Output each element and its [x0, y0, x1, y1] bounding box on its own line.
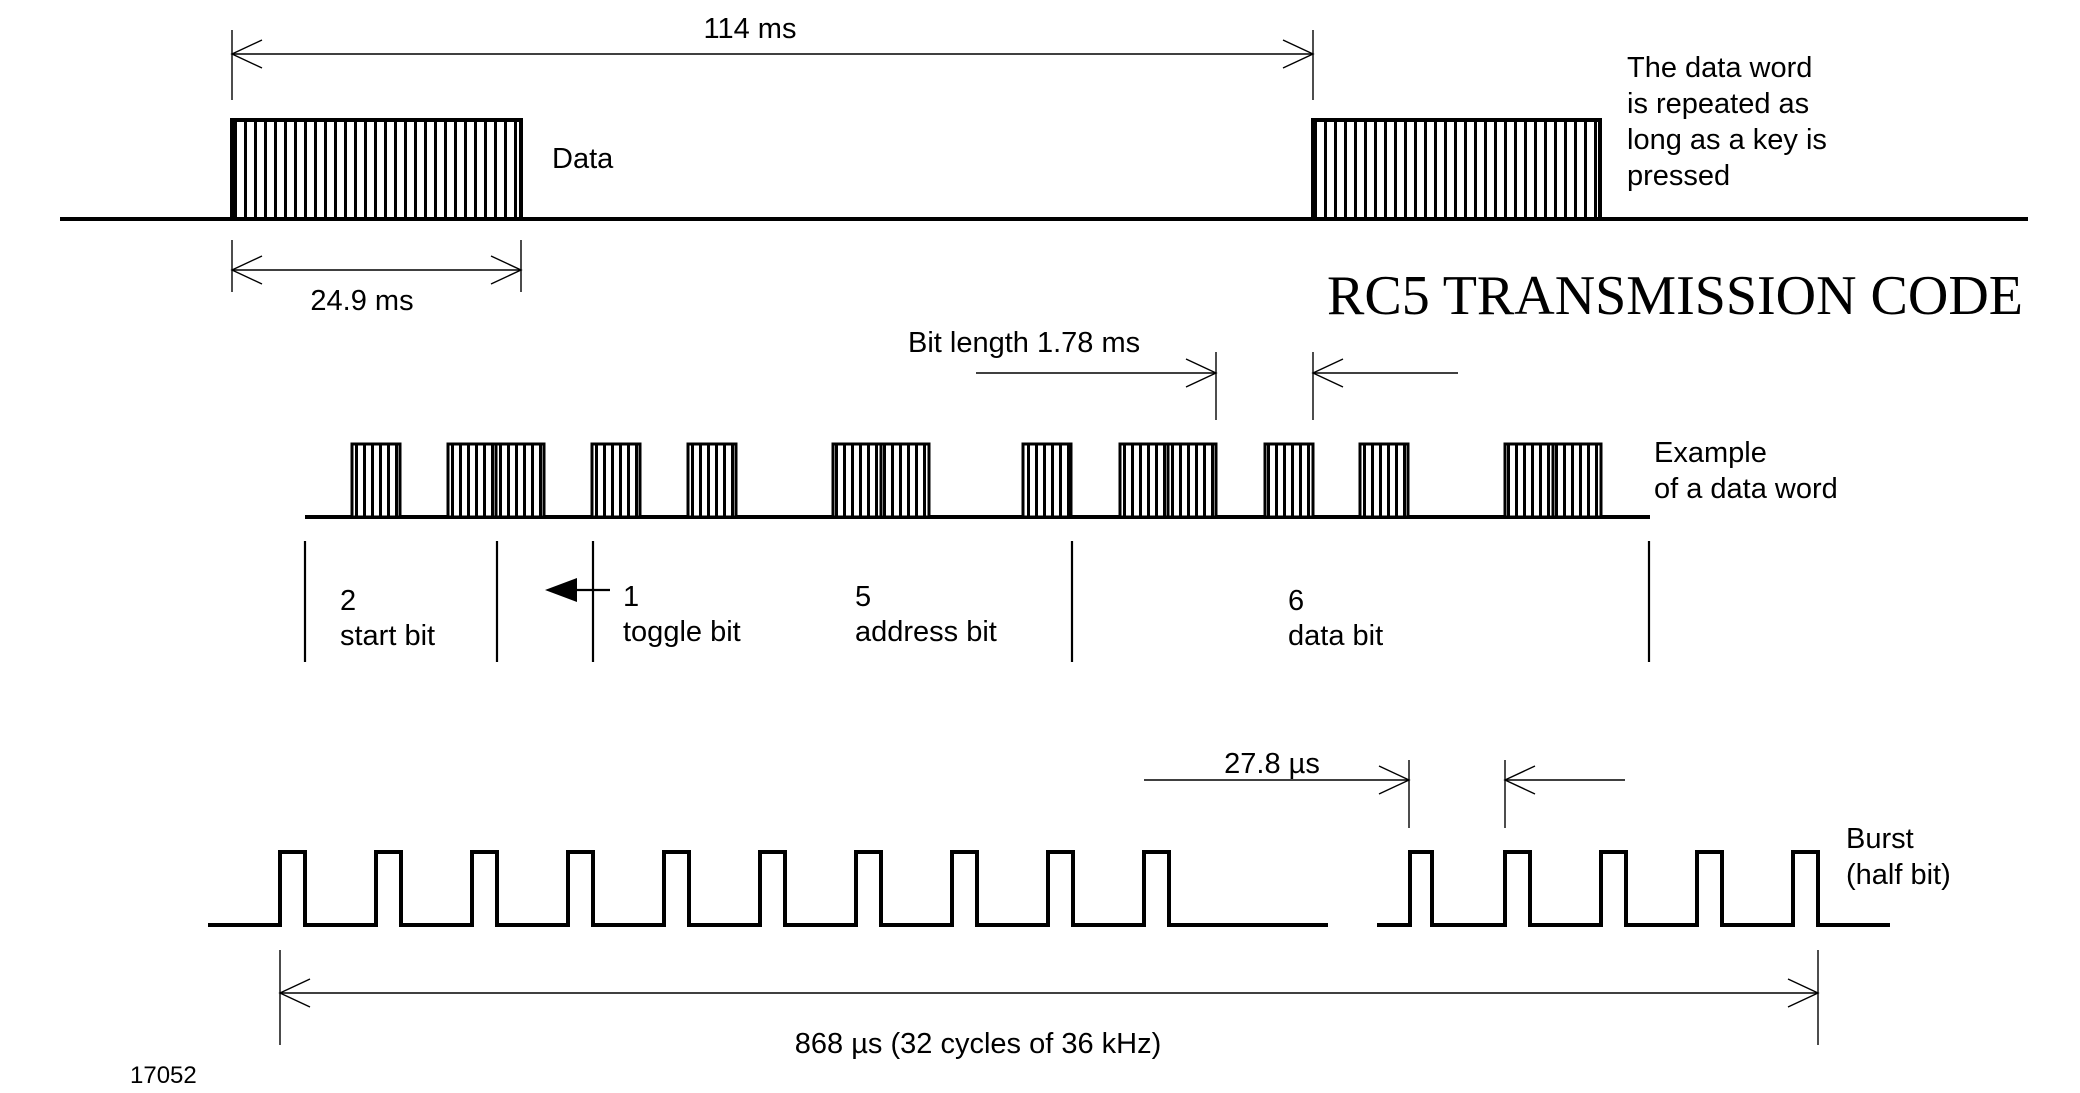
burst-waveform-1 [208, 850, 1328, 927]
pulse [831, 442, 883, 519]
data-label: Data [552, 143, 614, 175]
example-label-line-1: Example [1654, 437, 1767, 469]
repeat-note-line-2: is repeated as [1627, 88, 1809, 120]
data-bit-label: data bit [1288, 620, 1383, 652]
bit-length-dimension [976, 352, 1458, 420]
toggle-bit-count: 1 [623, 581, 639, 613]
burst-duration-dimension [278, 950, 1820, 1045]
period-dimension [230, 30, 1315, 100]
start-bit-count: 2 [340, 585, 356, 617]
burst-period-label: 27.8 µs [1224, 748, 1320, 780]
repeat-note-line-3: long as a key is [1627, 124, 1827, 156]
pulse [686, 442, 738, 519]
pulse [350, 442, 402, 519]
pulse [879, 442, 931, 519]
diagram-title: RC5 TRANSMISSION CODE [1327, 265, 2023, 327]
pulse [446, 442, 498, 519]
burst-duration-label: 868 µs (32 cycles of 36 kHz) [795, 1028, 1161, 1060]
data-frame-1 [230, 118, 523, 221]
pulse [590, 442, 642, 519]
field-dividers [303, 541, 1651, 662]
pulse [1263, 442, 1315, 519]
address-bit-count: 5 [855, 581, 871, 613]
figure-id: 17052 [130, 1062, 197, 1089]
repeat-note-line-4: pressed [1627, 160, 1730, 192]
data-bit-count: 6 [1288, 585, 1304, 617]
burst-label-line-2: (half bit) [1846, 859, 1951, 891]
burst-period-dimension [1144, 760, 1625, 828]
toggle-bit-label: toggle bit [623, 616, 741, 648]
burst-label-line-1: Burst [1846, 823, 1914, 855]
pulse [1021, 442, 1073, 519]
period-label: 114 ms [704, 13, 797, 45]
burst-waveform-2 [1377, 850, 1890, 927]
pulse [1503, 442, 1555, 519]
pulse [1551, 442, 1603, 519]
data-word-pulses [350, 442, 1603, 519]
address-bit-label: address bit [855, 616, 997, 648]
repeat-note-line-1: The data word [1627, 52, 1812, 84]
frame-label: 24.9 ms [310, 285, 413, 317]
example-label-line-2: of a data word [1654, 473, 1838, 505]
toggle-arrow [545, 578, 610, 602]
frame-dimension [230, 240, 523, 292]
data-frame-2 [1311, 118, 1602, 221]
pulse [1118, 442, 1170, 519]
pulse [1358, 442, 1410, 519]
pulse [494, 442, 546, 519]
start-bit-label: start bit [340, 620, 435, 652]
bit-length-label: Bit length 1.78 ms [908, 327, 1140, 359]
pulse [1166, 442, 1218, 519]
